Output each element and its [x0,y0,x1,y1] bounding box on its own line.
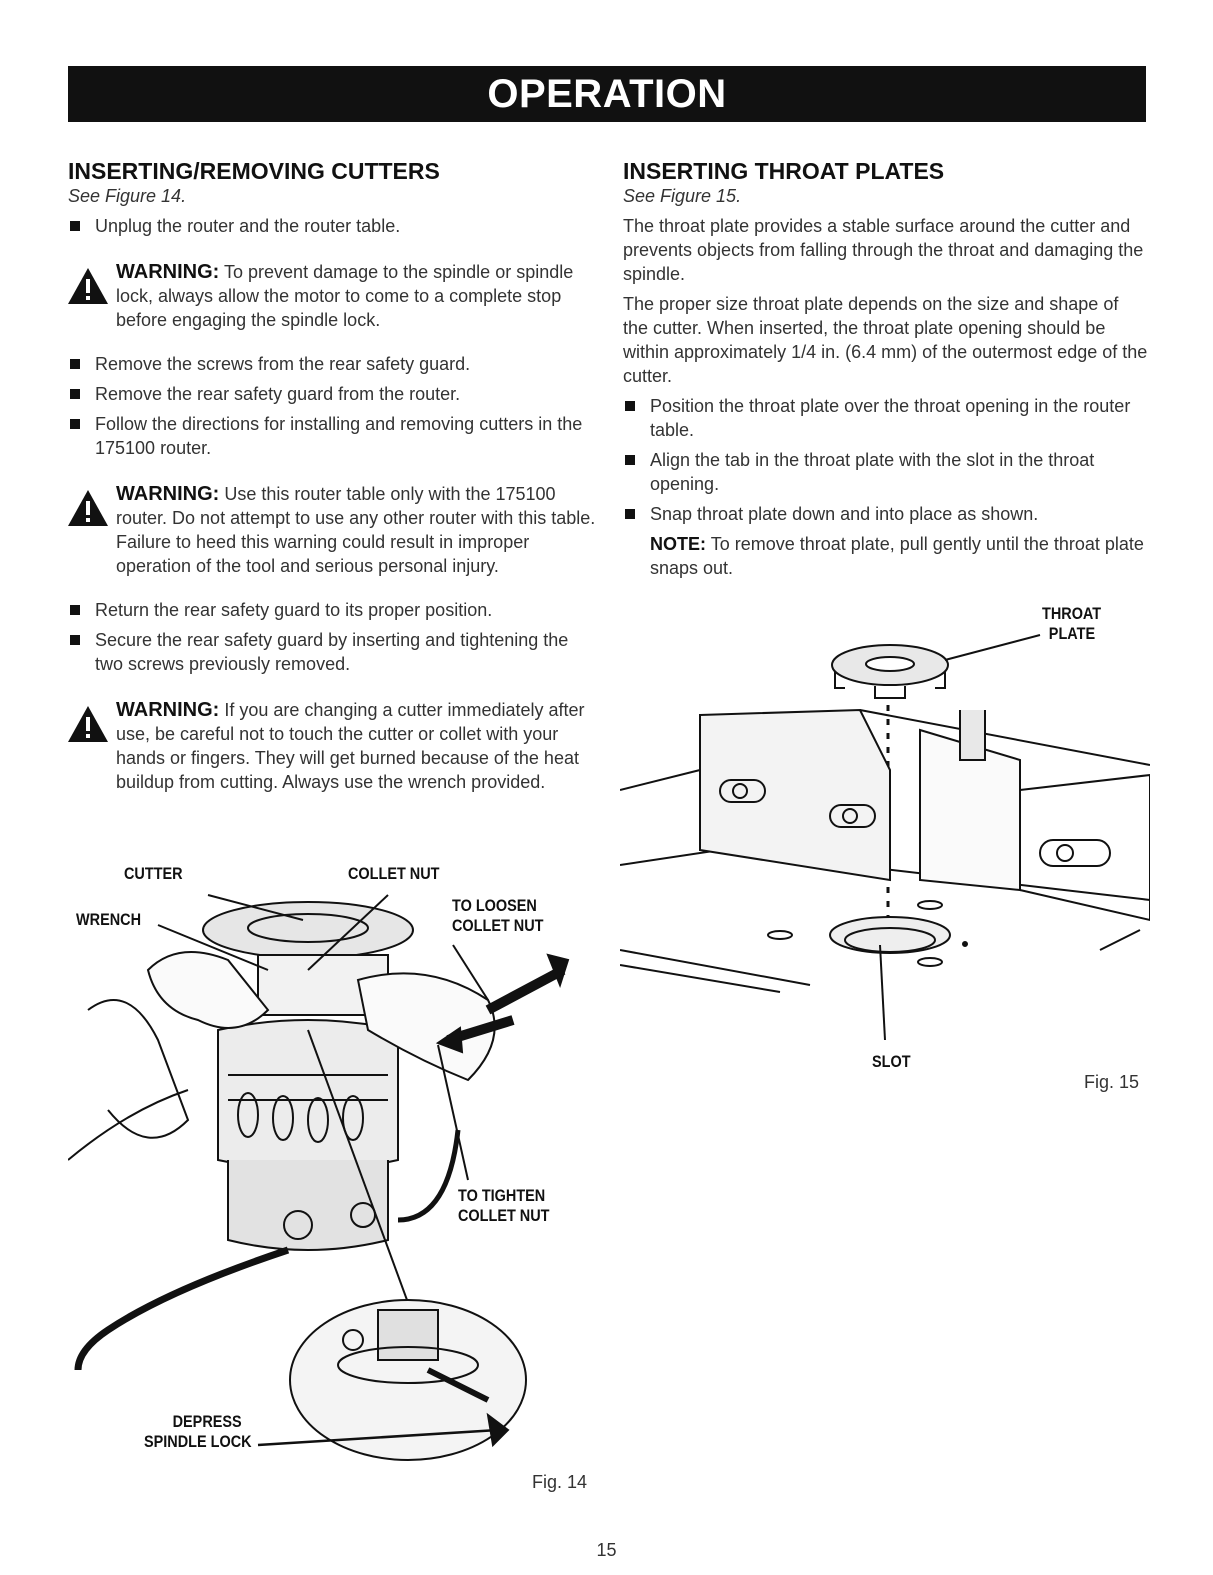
figure-14-label: Fig. 14 [532,1472,588,1492]
list-item: Return the rear safety guard to its prop… [68,598,598,622]
callout-line: TO LOOSEN [452,896,537,915]
figure-15-label: Fig. 15 [1084,1072,1140,1092]
callout-line: TO TIGHTEN [458,1186,546,1205]
list-item: Follow the directions for installing and… [68,412,598,460]
section-banner: OPERATION [68,66,1146,122]
callout-line: COLLET NUT [452,916,544,935]
list-item: Snap throat plate down and into place as… [623,502,1148,526]
list-item: Position the throat plate over the throa… [623,394,1148,442]
note-text: To remove throat plate, pull gently unti… [650,534,1144,578]
right-bullets: Position the throat plate over the throa… [623,394,1148,526]
warning-triangle-icon [68,268,108,304]
callout-depress-spindle-lock: DEPRESS SPINDLE LOCK [144,1412,252,1452]
callout-line: THROAT [1042,604,1102,623]
note-label: NOTE: [650,534,706,554]
list-item: Remove the screws from the rear safety g… [68,352,598,376]
list-item: Align the tab in the throat plate with t… [623,448,1148,496]
list-item: Remove the rear safety guard from the ro… [68,382,598,406]
callout-line: SPINDLE LOCK [144,1432,252,1451]
warning-label: WARNING: [116,261,220,283]
warning-box-1: WARNING: To prevent damage to the spindl… [68,260,598,332]
right-see-figure: See Figure 15. [623,186,742,206]
callout-line: DEPRESS [172,1412,242,1431]
figure-15-illustration [620,634,1150,1041]
callout-line: PLATE [1048,624,1096,643]
callout-collet-nut: COLLET NUT [348,864,440,883]
list-item: Secure the rear safety guard by insertin… [68,628,598,676]
callout-to-loosen: TO LOOSEN COLLET NUT [452,896,544,936]
warning-text: If you are changing a cutter immediately… [116,700,585,792]
warning-triangle-icon [68,490,108,526]
left-bullets-1: Unplug the router and the router table. [68,214,598,238]
callout-slot: SLOT [872,1052,911,1071]
warning-triangle-icon [68,706,108,742]
page-number: 15 [596,1540,617,1560]
callout-to-tighten: TO TIGHTEN COLLET NUT [458,1186,550,1226]
note: NOTE: To remove throat plate, pull gentl… [623,532,1148,580]
right-heading: INSERTING THROAT PLATES [623,158,945,184]
banner-title: OPERATION [487,71,727,116]
figure-14-illustration [68,894,570,1461]
left-column: INSERTING/REMOVING CUTTERS See Figure 14… [68,158,598,814]
left-bullets-3: Return the rear safety guard to its prop… [68,598,598,676]
paragraph: The throat plate provides a stable surfa… [623,216,1144,284]
callout-throat-plate: THROAT PLATE [1042,604,1101,644]
list-item: Unplug the router and the router table. [68,214,598,238]
left-bullets-2: Remove the screws from the rear safety g… [68,352,598,460]
warning-label: WARNING: [116,699,220,721]
warning-text: To prevent damage to the spindle or spin… [116,262,574,330]
left-see-figure: See Figure 14. [68,186,187,206]
callout-line: COLLET NUT [458,1206,550,1225]
callout-wrench: WRENCH [76,910,142,929]
warning-text: Use this router table only with the 1751… [116,484,596,576]
warning-label: WARNING: [116,483,220,505]
callout-cutter: CUTTER [124,864,183,883]
warning-box-3: WARNING: If you are changing a cutter im… [68,698,598,794]
right-column: INSERTING THROAT PLATES See Figure 15. T… [623,158,1148,580]
paragraph: The proper size throat plate depends on … [623,294,1148,386]
warning-box-2: WARNING: Use this router table only with… [68,482,598,578]
left-heading: INSERTING/REMOVING CUTTERS [68,158,440,184]
